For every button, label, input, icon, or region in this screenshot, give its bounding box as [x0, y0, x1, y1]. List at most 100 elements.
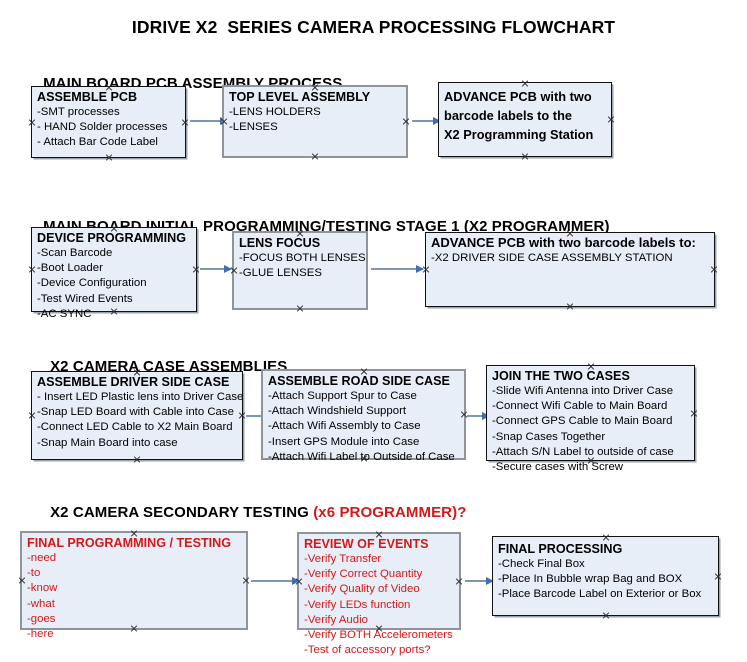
page-title: IDRIVE X2 SERIES CAMERA PROCESSING FLOWC…: [131, 17, 616, 37]
selection-handle-bottom[interactable]: [601, 611, 610, 620]
connector-device-programming-to-lens-focus: [200, 264, 232, 273]
node-line: -Test Wired Events: [37, 292, 133, 305]
node-heading: FINAL PROCESSING: [498, 542, 623, 556]
node-line-overflow: -Test of accessory ports?: [304, 644, 431, 657]
node-line: -goes: [27, 612, 56, 625]
arrow-head-icon: [292, 576, 300, 585]
node-line: -Verify Audio: [304, 613, 368, 626]
connector-lens-focus-to-advance-pcb-driver-case: [371, 264, 424, 273]
arrow-head-icon: [416, 264, 424, 273]
node-line: -Attach Wifi Label to Outside of Case: [268, 450, 455, 463]
node-heading: LENS FOCUS: [239, 236, 321, 250]
node-join-the-two-cases[interactable]: JOIN THE TWO CASES -Slide Wifi Antenna i…: [486, 365, 695, 473]
node-line: - Insert LED Plastic lens into Driver Ca…: [37, 391, 244, 403]
node-final-processing[interactable]: FINAL PROCESSING -Check Final Box -Place…: [492, 536, 719, 616]
node-heading: ADVANCE PCB with two: [444, 89, 592, 104]
node-line: -X2 DRIVER SIDE CASE ASSEMBLY STATION: [431, 252, 673, 264]
selection-handle-left[interactable]: [28, 118, 37, 127]
selection-handle-bottom[interactable]: [566, 302, 575, 311]
node-line: -here: [27, 628, 54, 641]
node-heading-line: X2 Programming Station: [444, 127, 594, 142]
node-line: -Snap Cases Together: [492, 430, 606, 443]
selection-handle-bottom[interactable]: [521, 152, 530, 161]
arrow-shaft: [251, 580, 299, 582]
node-heading: DEVICE PROGRAMMING: [37, 231, 187, 245]
node-line: -to: [27, 567, 41, 580]
node-line: -Snap LED Board with Cable into Case: [37, 406, 234, 419]
node-line: -know: [27, 582, 58, 595]
node-line: -Place Barcode Label on Exterior or Box: [498, 588, 702, 601]
node-heading: REVIEW OF EVENTS: [304, 537, 429, 551]
selection-handle-bottom[interactable]: [133, 455, 142, 464]
node-line: -Check Final Box: [498, 558, 585, 570]
node-device-programming[interactable]: DEVICE PROGRAMMING -Scan Barcode -Boot L…: [28, 227, 197, 320]
node-line: -Slide Wifi Antenna into Driver Case: [492, 385, 674, 397]
node-review-of-events[interactable]: REVIEW OF EVENTS -Verify Transfer -Verif…: [297, 532, 461, 656]
selection-handle-bottom[interactable]: [311, 152, 320, 161]
connector-top-level-assembly-to-advance-pcb: [412, 116, 441, 125]
arrow-shaft: [190, 120, 227, 122]
node-line: - Attach Bar Code Label: [37, 136, 158, 149]
arrow-head-icon: [486, 576, 494, 585]
arrow-shaft: [246, 415, 271, 417]
node-heading: ADVANCE PCB with two barcode labels to:: [431, 235, 696, 250]
selection-handle-left[interactable]: [28, 411, 37, 420]
node-assemble-pcb[interactable]: ASSEMBLE PCB -SMT processes - HAND Solde…: [31, 86, 186, 158]
node-line: -Snap Main Board into case: [37, 436, 178, 449]
node-line: -Scan Barcode: [37, 247, 113, 259]
node-line: -SMT processes: [37, 106, 120, 118]
arrow-shaft: [465, 580, 493, 582]
selection-handle-bottom[interactable]: [296, 304, 305, 313]
node-line: -Verify Correct Quantity: [304, 568, 423, 581]
node-line: -Connect GPS Cable to Main Board: [492, 415, 673, 428]
node-heading: TOP LEVEL ASSEMBLY: [229, 90, 371, 104]
selection-handle-left[interactable]: [28, 265, 37, 274]
arrow-shaft: [371, 268, 423, 270]
node-line: -Connect Wifi Cable to Main Board: [492, 400, 668, 413]
node-heading: ASSEMBLE PCB: [37, 90, 138, 104]
node-line: -what: [27, 597, 55, 610]
node-line: -Connect LED Cable to X2 Main Board: [37, 421, 233, 434]
selection-handle-left[interactable]: [18, 576, 27, 585]
node-line: -Device Configuration: [37, 277, 147, 290]
node-line: -Attach S/N Label to outside of case: [492, 445, 674, 458]
node-line: -AC SYNC: [37, 307, 92, 320]
selection-handle-bottom[interactable]: [104, 153, 113, 162]
node-advance-pcb-to-driver-side-case[interactable]: ADVANCE PCB with two barcode labels to: …: [425, 232, 715, 307]
arrow-shaft: [412, 120, 440, 122]
node-line: -Verify LEDs function: [304, 598, 411, 611]
section-heading-text: X2 CAMERA SECONDARY TESTING: [50, 504, 314, 521]
node-line: - HAND Solder processes: [37, 121, 168, 134]
section-heading-x2-camera-secondary-testing: X2 CAMERA SECONDARY TESTING (x6 PROGRAMM…: [33, 487, 466, 538]
node-line: -Attach Wifi Assembly to Case: [268, 420, 421, 433]
node-top-level-assembly[interactable]: TOP LEVEL ASSEMBLY -LENS HOLDERS -LENSES: [222, 85, 408, 158]
node-heading: FINAL PROGRAMMING / TESTING: [27, 536, 232, 550]
arrow-head-icon: [433, 116, 441, 125]
node-assemble-driver-side-case[interactable]: ASSEMBLE DRIVER SIDE CASE - Insert LED P…: [31, 371, 243, 460]
node-line: -Place In Bubble wrap Bag and BOX: [498, 573, 683, 586]
connector-final-programming-to-review-of-events: [251, 576, 300, 585]
arrow-head-icon: [224, 264, 232, 273]
node-line: -Boot Loader: [37, 262, 103, 275]
node-line: -Insert GPS Module into Case: [268, 435, 420, 448]
connector-review-of-events-to-final-processing: [465, 576, 494, 585]
node-line: -Attach Windshield Support: [268, 405, 407, 418]
node-line: -LENS HOLDERS: [229, 106, 321, 118]
node-line: -Verify BOTH Accelerometers: [304, 629, 453, 642]
node-assemble-road-side-case[interactable]: ASSEMBLE ROAD SIDE CASE -Attach Support …: [261, 369, 466, 463]
arrow-shaft: [467, 415, 489, 417]
node-final-programming-testing[interactable]: FINAL PROGRAMMING / TESTING -need -to -k…: [18, 531, 248, 640]
node-heading: JOIN THE TWO CASES: [492, 369, 630, 383]
node-advance-pcb-to-programming-station[interactable]: ADVANCE PCB with two barcode labels to t…: [438, 82, 612, 157]
node-heading-line: barcode labels to the: [444, 108, 573, 123]
node-heading: ASSEMBLE DRIVER SIDE CASE: [37, 375, 230, 389]
selection-handle-right[interactable]: [710, 265, 719, 274]
node-line: -Attach Support Spur to Case: [268, 390, 417, 402]
node-line: -Verify Quality of Video: [304, 583, 420, 596]
node-line: -LENSES: [229, 121, 278, 134]
node-line: -Secure cases with Screw: [492, 461, 624, 474]
node-line: -FOCUS BOTH LENSES: [239, 252, 366, 264]
arrow-shaft: [200, 268, 231, 270]
node-lens-focus[interactable]: LENS FOCUS -FOCUS BOTH LENSES -GLUE LENS…: [232, 231, 368, 310]
